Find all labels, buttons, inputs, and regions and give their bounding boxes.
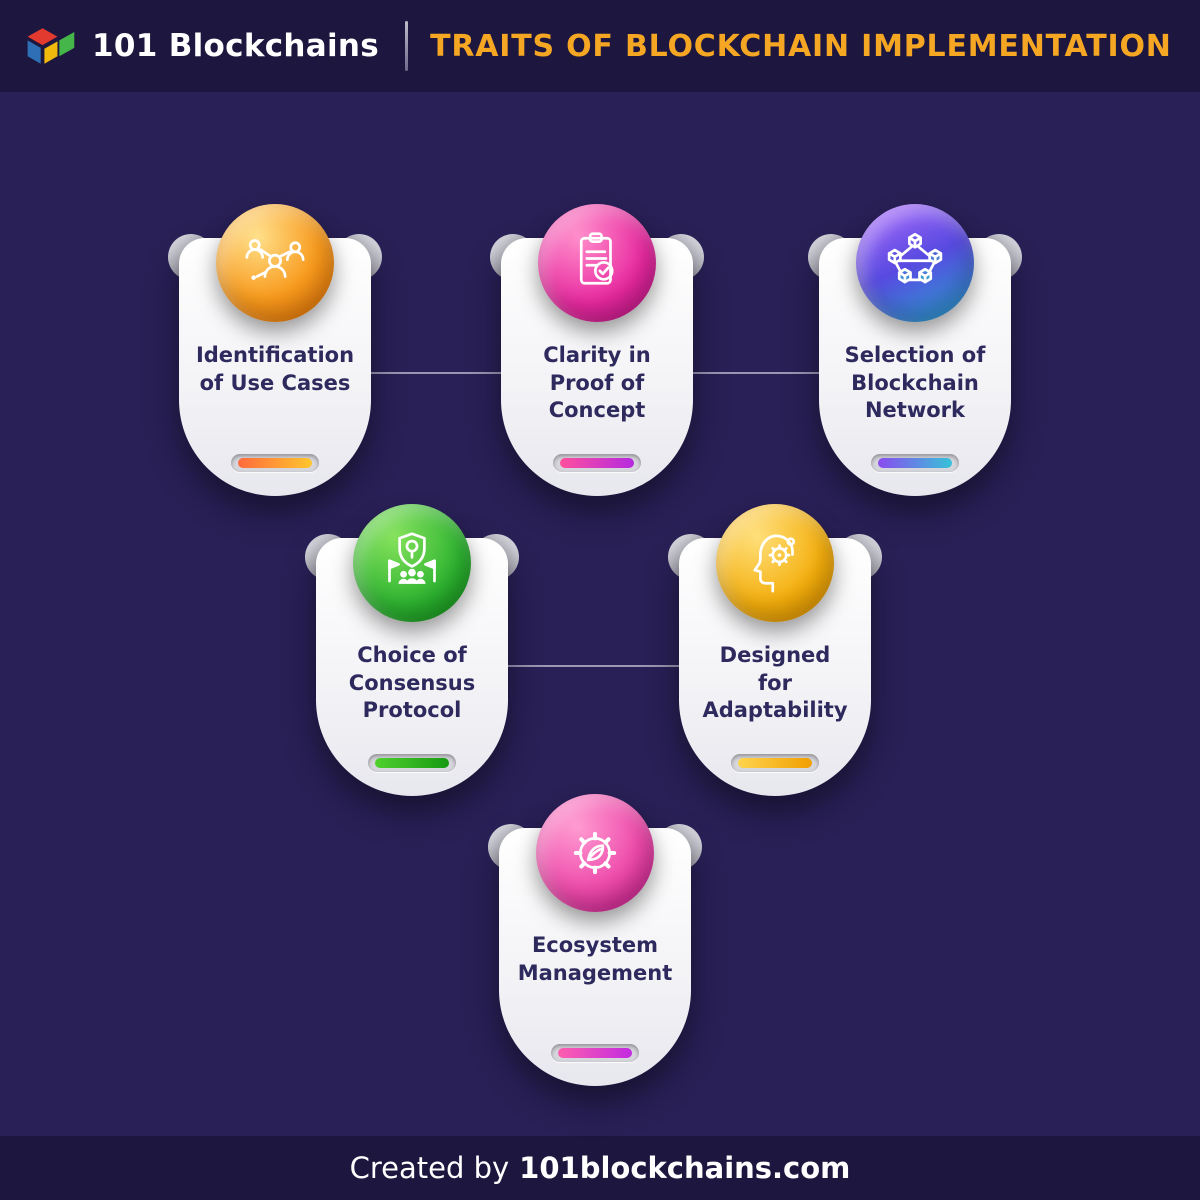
consensus-shield-icon	[353, 504, 471, 622]
brand-logo-icon	[27, 28, 75, 64]
card-clarity-in-proof-of-concept: Clarity in Proof of Concept	[490, 204, 704, 496]
page-title: TRAITS OF BLOCKCHAIN IMPLEMENTATION	[430, 28, 1172, 64]
card-body: Designed for Adaptability	[679, 504, 871, 796]
pill-slot	[231, 454, 319, 472]
card-label: Designed for Adaptability	[702, 643, 848, 723]
card-body: Choice of Consensus Protocol	[316, 504, 508, 796]
pill-slot	[551, 1044, 639, 1062]
connector-line	[371, 372, 501, 374]
gear-leaf-icon	[536, 794, 654, 912]
footer: Created by 101blockchains.com	[0, 1136, 1200, 1200]
card-label: Ecosystem Management	[517, 933, 673, 985]
card-body: Selection of Blockchain Network	[819, 204, 1011, 496]
cube-network-icon	[856, 204, 974, 322]
accent-pill	[558, 1048, 632, 1058]
card-body: Ecosystem Management	[499, 794, 691, 1086]
footer-credit-text: Created by	[349, 1151, 510, 1185]
accent-pill	[878, 458, 952, 468]
card-ecosystem-management: Ecosystem Management	[488, 794, 702, 1086]
pill-slot	[731, 754, 819, 772]
card-label: Clarity in Proof of Concept	[543, 343, 651, 423]
card-choice-of-consensus-protocol: Choice of Consensus Protocol	[305, 504, 519, 796]
card-label: Identification of Use Cases	[195, 343, 355, 395]
brand: 101 Blockchains	[22, 18, 379, 74]
card-designed-for-adaptability: Designed for Adaptability	[668, 504, 882, 796]
footer-site-name: 101blockchains.com	[519, 1151, 851, 1185]
card-label: Choice of Consensus Protocol	[348, 643, 476, 723]
card-label: Selection of Blockchain Network	[844, 343, 986, 423]
brand-name: 101 Blockchains	[92, 28, 380, 64]
pill-slot	[871, 454, 959, 472]
card-body: Identification of Use Cases	[179, 204, 371, 496]
accent-pill	[375, 758, 449, 768]
accent-pill	[738, 758, 812, 768]
card-selection-of-blockchain-network: Selection of Blockchain Network	[808, 204, 1022, 496]
head-gear-icon	[716, 504, 834, 622]
connector-line	[508, 665, 679, 667]
card-body: Clarity in Proof of Concept	[501, 204, 693, 496]
header: 101 Blockchains TRAITS OF BLOCKCHAIN IMP…	[0, 0, 1200, 92]
card-identification-of-use-cases: Identification of Use Cases	[168, 204, 382, 496]
accent-pill	[238, 458, 312, 468]
clipboard-check-icon	[538, 204, 656, 322]
pill-slot	[553, 454, 641, 472]
people-network-icon	[216, 204, 334, 322]
pill-slot	[368, 754, 456, 772]
header-divider	[405, 21, 409, 71]
connector-line	[693, 372, 819, 374]
accent-pill	[560, 458, 634, 468]
